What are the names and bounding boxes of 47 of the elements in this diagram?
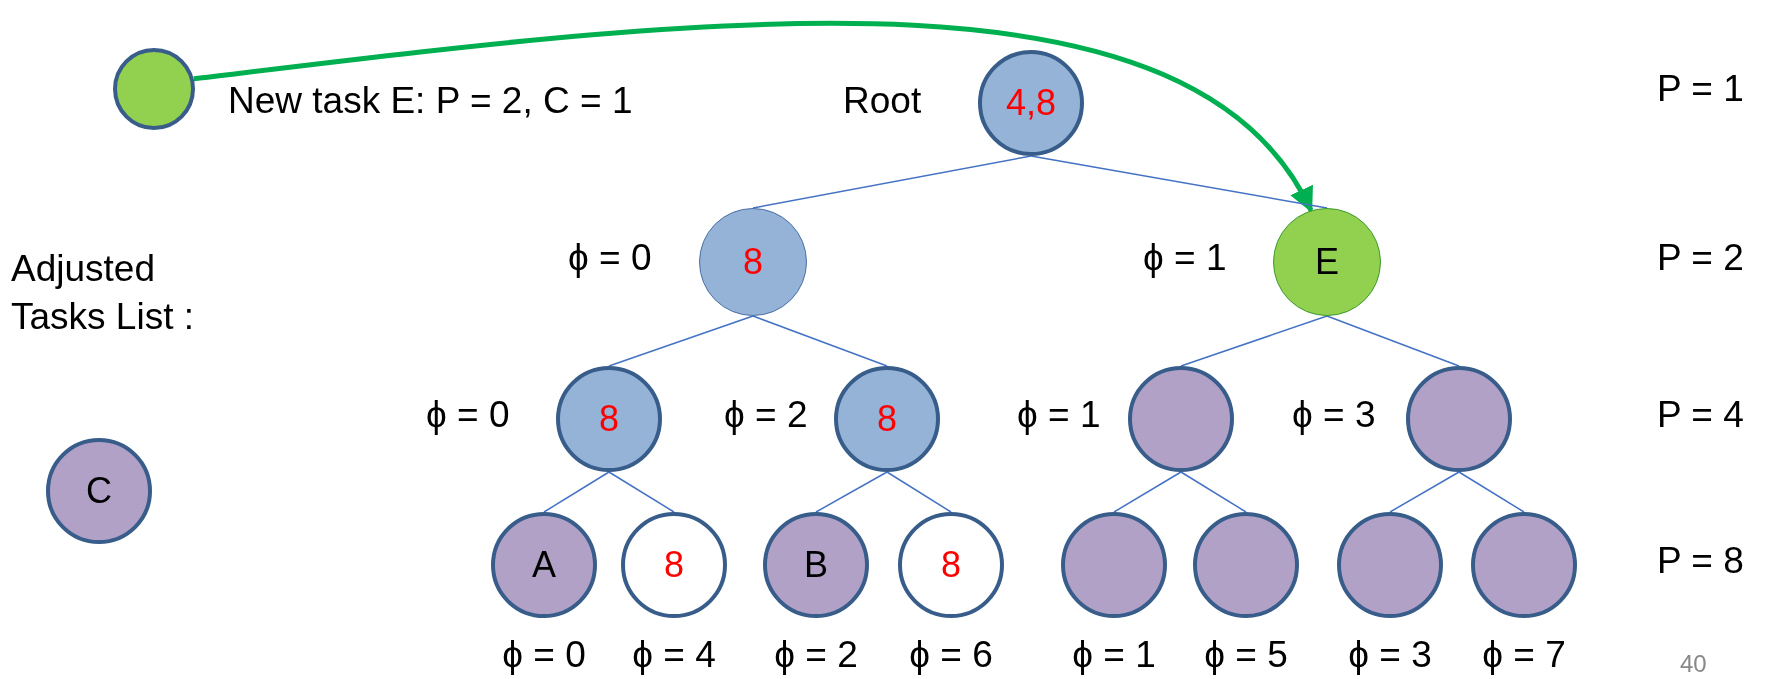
- node-label: 8: [877, 401, 897, 437]
- level-label: P = 4: [1657, 394, 1744, 437]
- level-label: P = 8: [1657, 540, 1744, 583]
- node-label: 8: [664, 547, 684, 583]
- node-annotation: ϕ = 1: [1072, 634, 1156, 677]
- node-annotation: ϕ = 1: [1143, 237, 1227, 280]
- node-annotation: ϕ = 5: [1204, 634, 1288, 677]
- node-annotation: ϕ = 0: [568, 237, 652, 280]
- node-annotation: ϕ = 6: [909, 634, 993, 677]
- list-heading: Adjusted Tasks List :: [11, 247, 195, 340]
- node-annotation: ϕ = 4: [632, 634, 716, 677]
- node-label: E: [1315, 244, 1339, 280]
- tree-line: [752, 315, 888, 367]
- tree-line: [1326, 315, 1460, 367]
- page-number: 40: [1680, 650, 1707, 678]
- tree-line: [752, 155, 1032, 209]
- tree-line: [886, 471, 952, 513]
- node-label: 8: [941, 547, 961, 583]
- level-label: P = 1: [1657, 68, 1744, 111]
- tree-line: [1389, 471, 1460, 513]
- arrow: [193, 21, 1314, 213]
- node-label: A: [532, 547, 556, 583]
- node-label: C: [86, 473, 112, 509]
- node-annotation: ϕ = 3: [1348, 634, 1432, 677]
- node-annotation: ϕ = 1: [1017, 394, 1101, 437]
- level-label: P = 2: [1657, 237, 1744, 280]
- node-annotation: New task E: P = 2, C = 1: [228, 80, 633, 123]
- tree-line: [608, 471, 675, 513]
- node-label: 8: [599, 401, 619, 437]
- tree-line: [1030, 155, 1328, 209]
- node-annotation: ϕ = 2: [724, 394, 808, 437]
- tree-line: [608, 315, 754, 367]
- node-annotation: ϕ = 3: [1292, 394, 1376, 437]
- node-label: 4,8: [1005, 85, 1056, 121]
- tree-line: [1458, 471, 1525, 513]
- tree-line: [1113, 471, 1182, 513]
- node-label: 8: [743, 244, 763, 280]
- node-annotation: ϕ = 2: [774, 634, 858, 677]
- node-annotation: ϕ = 0: [502, 634, 586, 677]
- tree-line: [815, 471, 888, 513]
- node-label: B: [804, 547, 828, 583]
- tree-line: [1180, 471, 1247, 513]
- node-annotation: ϕ = 7: [1482, 634, 1566, 677]
- node-annotation: ϕ = 0: [426, 394, 510, 437]
- node-annotation: Root: [843, 80, 922, 123]
- tree-line: [1180, 315, 1328, 367]
- tree-line: [543, 471, 610, 513]
